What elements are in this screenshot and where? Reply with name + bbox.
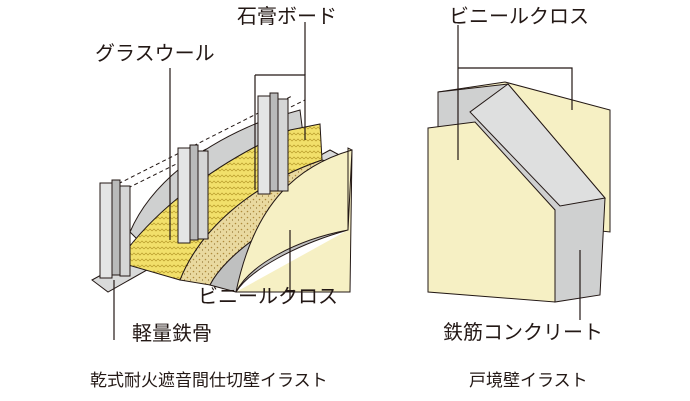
steel-stud-2 [177, 144, 209, 244]
label-light-steel: 軽量鉄骨 [132, 321, 212, 345]
label-reinforced-concrete: 鉄筋コンクリート [443, 320, 603, 344]
label-vinyl-cloth-left: ビニールクロス [198, 284, 338, 308]
leader-right-vinyl-cloth [457, 25, 573, 160]
vinyl-cloth-surface [235, 147, 353, 293]
caption-partition-wall: 乾式耐火遮音間仕切壁イラスト [90, 371, 328, 391]
partition-wall-illustration [91, 22, 353, 340]
steel-stud-3 [257, 92, 289, 195]
front-cloth-panel [427, 121, 556, 303]
label-vinyl-cloth-right: ビニールクロス [449, 4, 589, 28]
caption-boundary-wall: 戸境壁イラスト [469, 371, 588, 391]
boundary-wall-illustration [427, 25, 611, 320]
concrete-side [469, 83, 606, 207]
label-glass-wool: グラスウール [95, 41, 215, 65]
label-gypsum-board: 石膏ボード [237, 4, 337, 28]
steel-stud-1 [99, 179, 131, 279]
